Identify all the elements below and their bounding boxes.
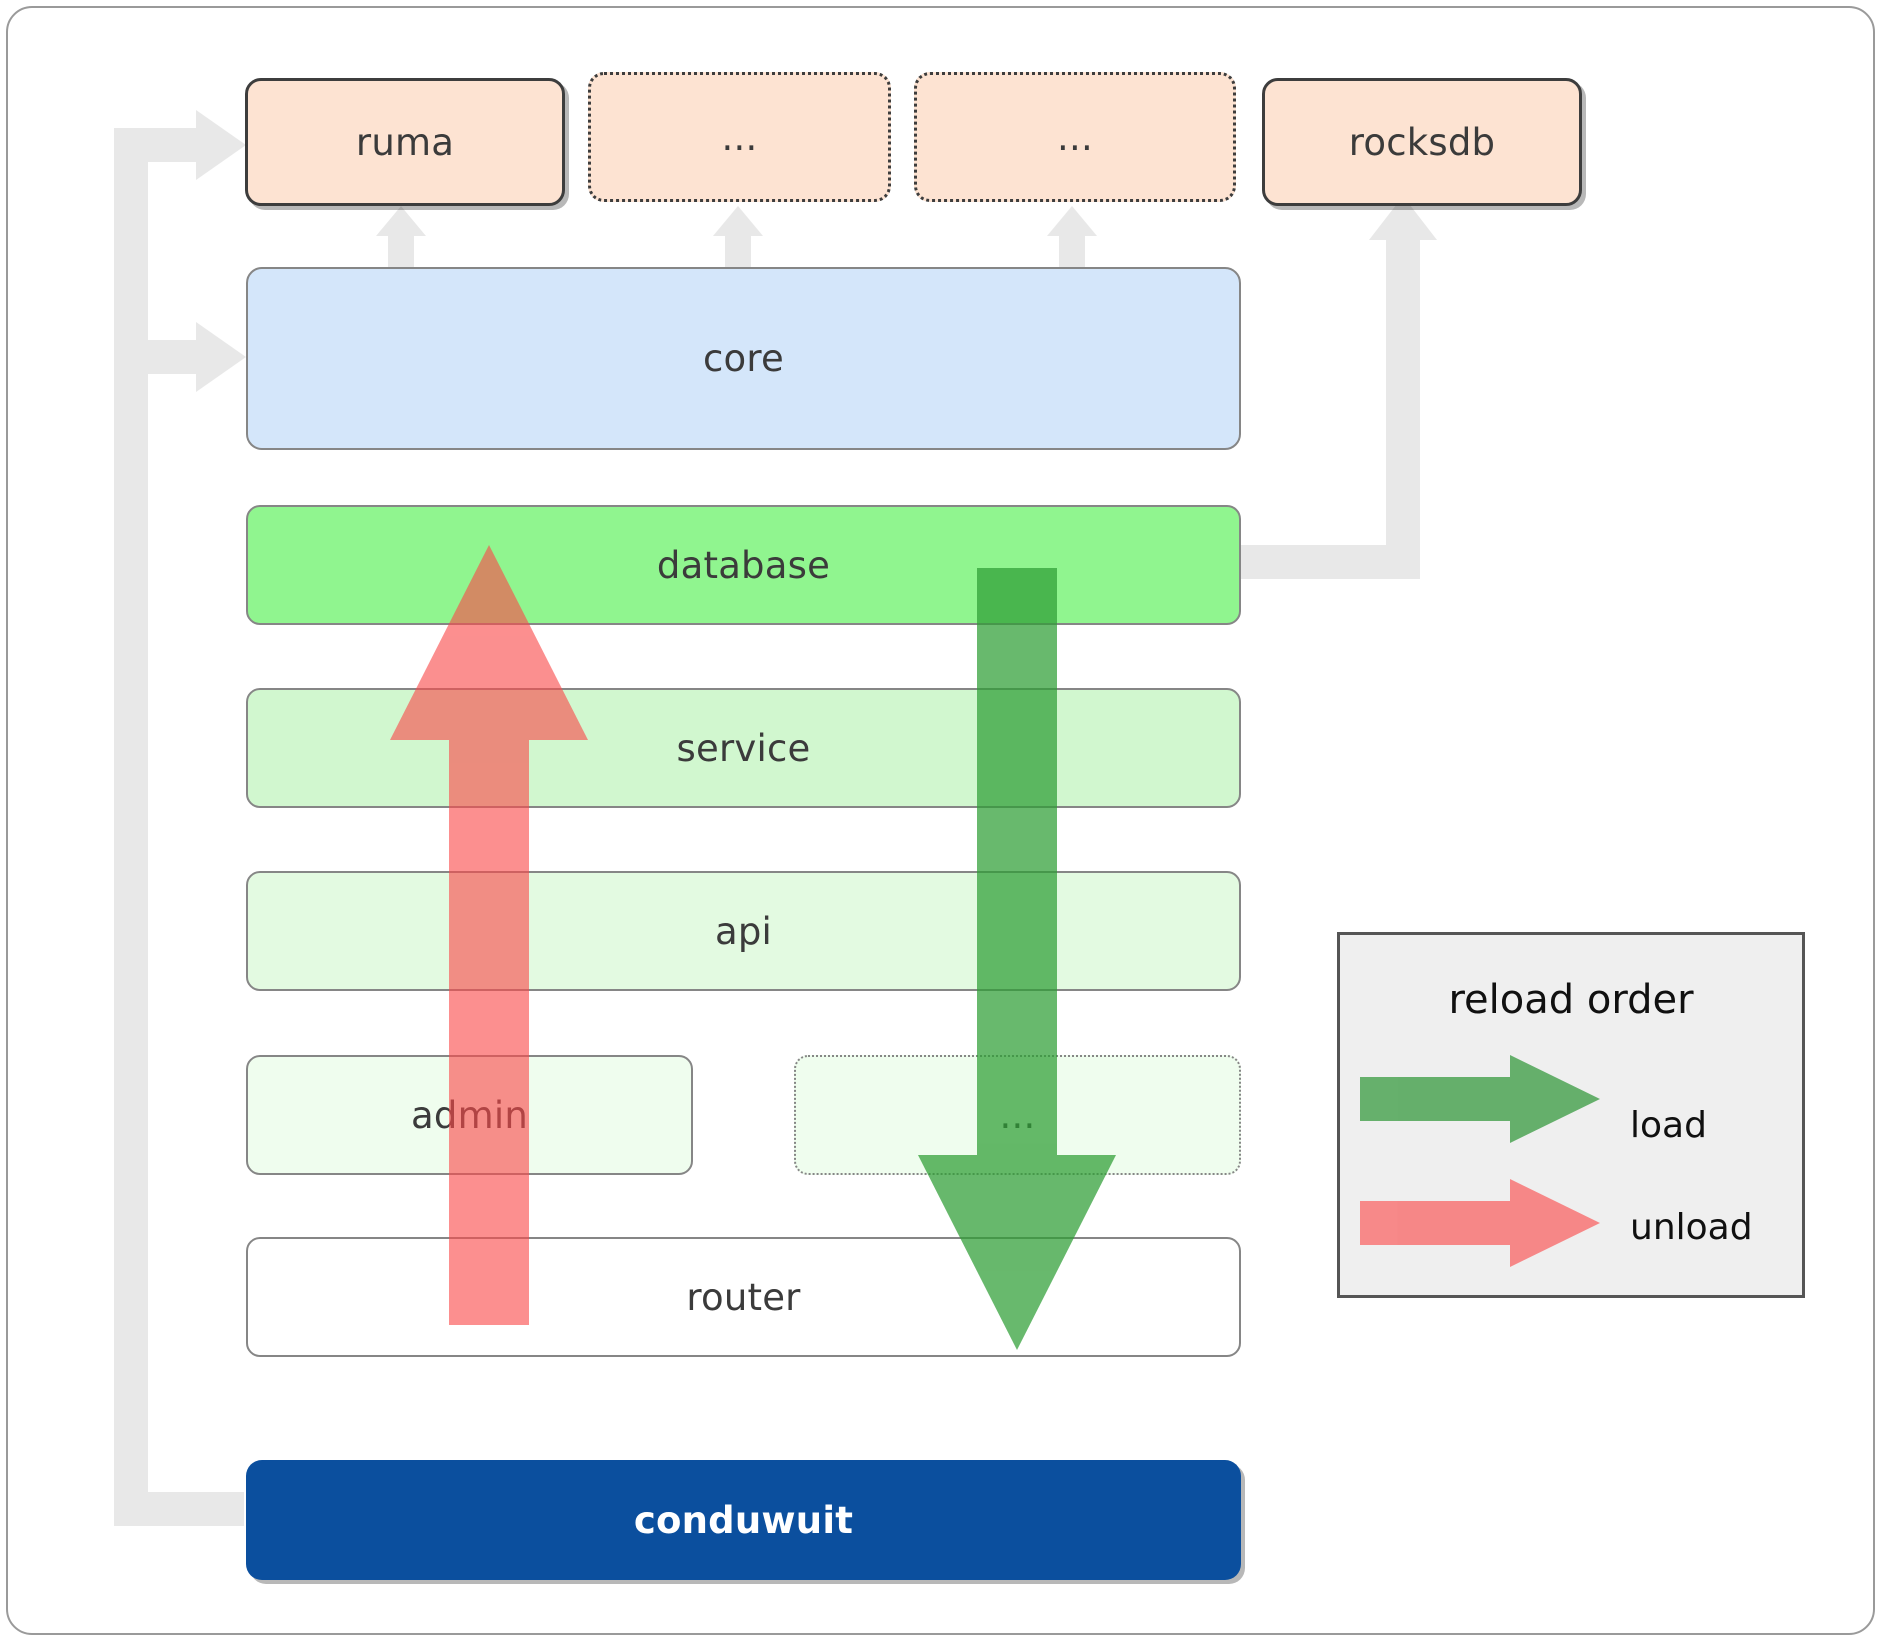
node-core: core [246,267,1241,450]
node-ruma-label: ruma [355,120,455,164]
diagram-frame [6,6,1875,1635]
node-ellipsis-top-2: ... [914,72,1236,202]
node-ellipsis-mid-label: ... [999,1093,1036,1137]
legend-label-load: load [1630,1105,1707,1146]
legend-arrow-icons [1360,1055,1600,1267]
node-admin: admin [246,1055,693,1175]
node-conduwuit: conduwuit [246,1460,1241,1580]
node-admin-label: admin [411,1093,528,1137]
unload-arrow-icon [1360,1179,1600,1267]
legend-label-unload: unload [1630,1207,1753,1248]
node-database-label: database [656,543,831,587]
node-service: service [246,688,1241,808]
node-router: router [246,1237,1241,1357]
node-service-label: service [676,726,811,770]
node-ellipsis-top-1-label: ... [721,115,758,159]
load-arrow-icon [1360,1055,1600,1143]
legend-panel: reload order load unload [1337,932,1805,1298]
node-ellipsis-top-2-label: ... [1057,115,1093,159]
node-ellipsis-mid: ... [794,1055,1241,1175]
legend-title: reload order [1448,977,1694,1023]
node-ruma: ruma [245,78,565,206]
node-conduwuit-label: conduwuit [633,1498,854,1542]
node-rocksdb: rocksdb [1262,78,1582,206]
node-database: database [246,505,1241,625]
node-core-label: core [703,337,784,380]
node-api-label: api [714,909,773,953]
node-api: api [246,871,1241,991]
node-ellipsis-top-1: ... [588,72,891,202]
node-router-label: router [686,1275,801,1319]
node-rocksdb-label: rocksdb [1348,120,1496,164]
